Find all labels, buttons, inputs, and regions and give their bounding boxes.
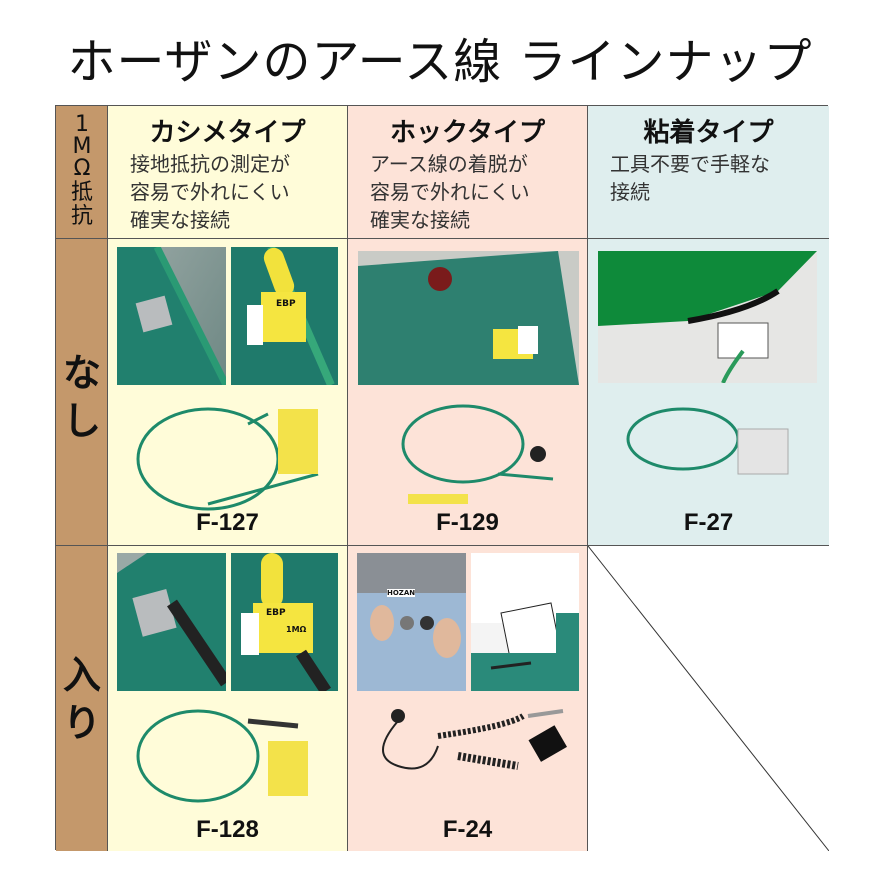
crimp-terminal-photo <box>117 247 226 385</box>
brand-text: HOZAN <box>387 589 416 597</box>
product-code: F-128 <box>196 816 259 843</box>
product-code: F-27 <box>683 509 734 536</box>
row-label-text: 入 り <box>62 653 101 745</box>
header-adhesive-type: 粘着タイプ 工具不要で手軽な 接続 <box>588 106 829 239</box>
ebp-text: EBP <box>276 299 296 309</box>
column-description: アース線の着脱が 容易で外れにくい 確実な接続 <box>370 152 530 232</box>
product-code: F-127 <box>196 509 259 536</box>
header-crimp-type: カシメタイプ 接地抵抗の測定が 容易で外れにくい 確実な接続 <box>108 106 348 239</box>
product-cell-f127: EBP F-127 <box>108 239 348 546</box>
seated-worker-illustration <box>471 553 579 691</box>
adhesive-pad-photo <box>598 251 817 383</box>
ebp-1mohm-label-photo: EBP 1MΩ <box>231 553 338 691</box>
empty-cell <box>587 545 830 852</box>
row-label-with-resistor: 入 り <box>56 546 108 851</box>
row-label-text: な し <box>62 351 101 443</box>
row-label-none: な し <box>56 239 108 546</box>
corner-char: 抵 <box>70 180 93 205</box>
resistance-text: 1MΩ <box>286 625 307 634</box>
f128-product-image <box>136 709 308 803</box>
product-cell-f128: EBP 1MΩ F-128 <box>108 546 348 851</box>
product-cell-f129: F-129 <box>348 239 588 546</box>
corner-char: 抗 <box>70 204 93 229</box>
f27-product-image <box>626 407 789 475</box>
header-hook-type: ホックタイプ アース線の着脱が 容易で外れにくい 確実な接続 <box>348 106 588 239</box>
crimp-terminal-photo <box>117 553 226 691</box>
ebp-label-photo: EBP <box>231 247 338 385</box>
snap-button-photo <box>358 251 579 385</box>
column-description: 工具不要で手軽な 接続 <box>610 152 770 204</box>
product-code: F-129 <box>436 509 499 536</box>
product-code: F-24 <box>442 816 493 843</box>
f24-coiled-cord-image <box>382 709 567 770</box>
column-title: 粘着タイプ <box>643 118 774 148</box>
snap-on-clothing-photo: HOZAN <box>357 553 466 691</box>
f129-product-image <box>401 404 554 504</box>
product-cell-f27: F-27 <box>588 239 829 546</box>
column-description: 接地抵抗の測定が 容易で外れにくい 確実な接続 <box>130 152 290 232</box>
column-title: カシメタイプ <box>149 118 306 148</box>
corner-char: Ω <box>73 156 91 181</box>
page-title: ホーザンのアース線 ラインナップ <box>67 34 813 90</box>
corner-resistance-label: 1 M Ω 抵 抗 <box>56 106 108 239</box>
ebp-text: EBP <box>266 608 286 618</box>
corner-char: M <box>72 134 92 159</box>
corner-char: 1 <box>75 112 89 137</box>
product-cell-f24: HOZAN F-24 <box>348 546 588 851</box>
lineup-table: 1 M Ω 抵 抗 カシメタイプ 接地抵抗の測定が 容易で外れにくい 確実な接続… <box>55 105 830 852</box>
column-title: ホックタイプ <box>390 118 545 148</box>
diagonal-line <box>587 545 830 852</box>
f127-product-image <box>136 407 319 511</box>
